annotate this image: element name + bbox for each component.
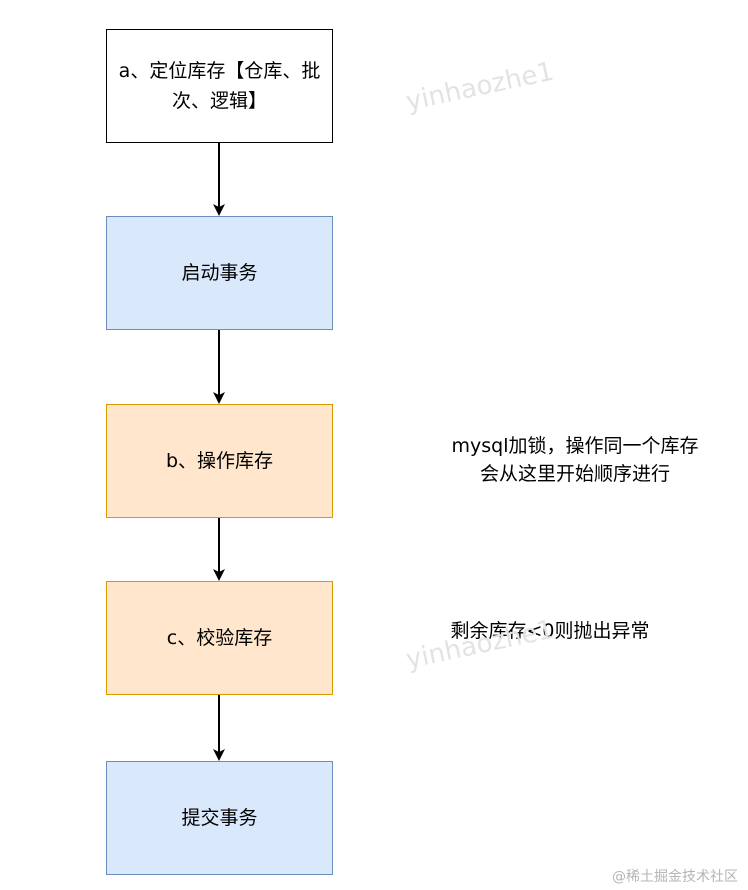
lock-note: mysql加锁，操作同一个库存 会从这里开始顺序进行 bbox=[410, 432, 740, 488]
lock-note-line1: mysql加锁，操作同一个库存 bbox=[451, 435, 699, 457]
node-begin-transaction-label: 启动事务 bbox=[181, 262, 258, 284]
exception-note-text: 剩余库存<0则抛出异常 bbox=[450, 620, 650, 642]
lock-note-line2: 会从这里开始顺序进行 bbox=[479, 463, 670, 485]
node-commit-transaction: 提交事务 bbox=[106, 761, 333, 875]
node-commit-transaction-label: 提交事务 bbox=[181, 807, 258, 829]
node-locate-stock: a、定位库存【仓库、批次、逻辑】 bbox=[106, 29, 333, 143]
source-credit: @稀土掘金技术社区 bbox=[612, 869, 738, 885]
node-verify-stock-label: c、校验库存 bbox=[166, 627, 273, 649]
node-begin-transaction: 启动事务 bbox=[106, 216, 333, 330]
node-locate-stock-label: a、定位库存【仓库、批次、逻辑】 bbox=[118, 60, 321, 112]
node-operate-stock: b、操作库存 bbox=[106, 404, 333, 518]
node-operate-stock-label: b、操作库存 bbox=[165, 450, 274, 472]
node-verify-stock: c、校验库存 bbox=[106, 581, 333, 695]
exception-note: 剩余库存<0则抛出异常 bbox=[410, 617, 690, 645]
